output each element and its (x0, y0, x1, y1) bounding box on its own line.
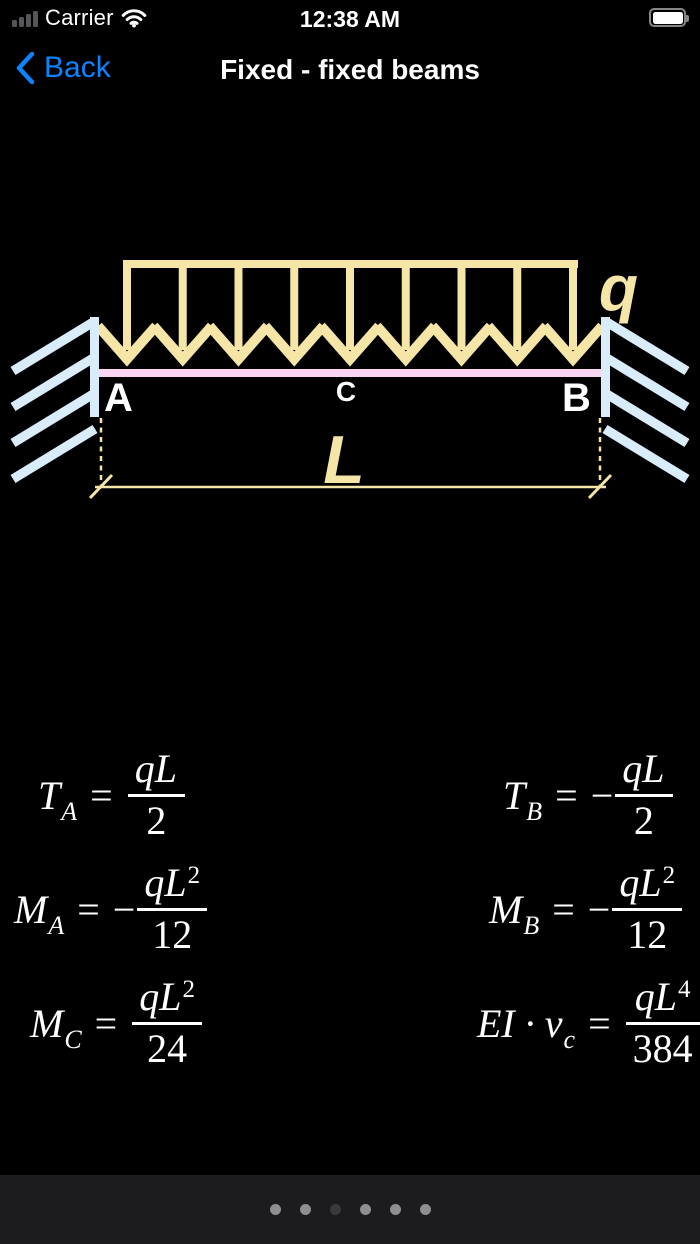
formula-shear-B: TB = − qL 2 (503, 746, 673, 844)
clock: 12:38 AM (299, 6, 401, 32)
battery-icon (649, 8, 689, 27)
page-dot[interactable] (299, 1204, 311, 1215)
fixed-support-right (601, 316, 690, 484)
page-dot[interactable] (269, 1204, 281, 1215)
formula-moment-C: MC = qL2 24 (30, 974, 202, 1072)
page-control (0, 1204, 700, 1215)
node-b-label: B (562, 376, 591, 420)
page-dot[interactable] (389, 1204, 401, 1215)
beam (99, 369, 602, 377)
node-c-label: C (336, 376, 356, 407)
bottom-bar (0, 1175, 700, 1244)
fixed-support-left (10, 316, 99, 484)
formula-shear-A: TA = qL 2 (38, 746, 185, 844)
navigation-bar: Back Fixed - fixed beams (0, 46, 700, 98)
page-dot[interactable] (359, 1204, 371, 1215)
signal-strength-icon (12, 10, 38, 27)
chevron-left-icon (14, 50, 36, 86)
formula-deflection-C: EI · vc = qL4 384 (477, 974, 700, 1072)
page-dot-current[interactable] (329, 1204, 341, 1215)
node-a-label: A (104, 376, 133, 420)
fraction: qL4 384 (625, 974, 700, 1072)
load-label: q (599, 252, 638, 324)
page-dot[interactable] (419, 1204, 431, 1215)
back-button[interactable]: Back (14, 50, 111, 86)
load-arrowheads (94, 322, 606, 367)
wifi-icon (121, 8, 147, 28)
carrier-label: Carrier (45, 5, 114, 30)
span-label: L (323, 422, 365, 498)
fraction: qL2 12 (137, 860, 208, 958)
page-title: Fixed - fixed beams (220, 54, 480, 85)
status-bar: Carrier 12:38 AM (0, 0, 700, 36)
beam-diagram: q A C B L (10, 252, 690, 500)
distributed-load (94, 260, 606, 367)
formula-moment-A: MA = − qL2 12 (14, 860, 208, 958)
fraction: qL2 12 (612, 860, 683, 958)
fraction: qL 2 (127, 746, 185, 844)
fraction: qL 2 (615, 746, 673, 844)
formula-moment-B: MB = − qL2 12 (489, 860, 683, 958)
fraction: qL2 24 (132, 974, 202, 1072)
back-button-label: Back (44, 51, 111, 84)
span-dimension (88, 418, 613, 500)
